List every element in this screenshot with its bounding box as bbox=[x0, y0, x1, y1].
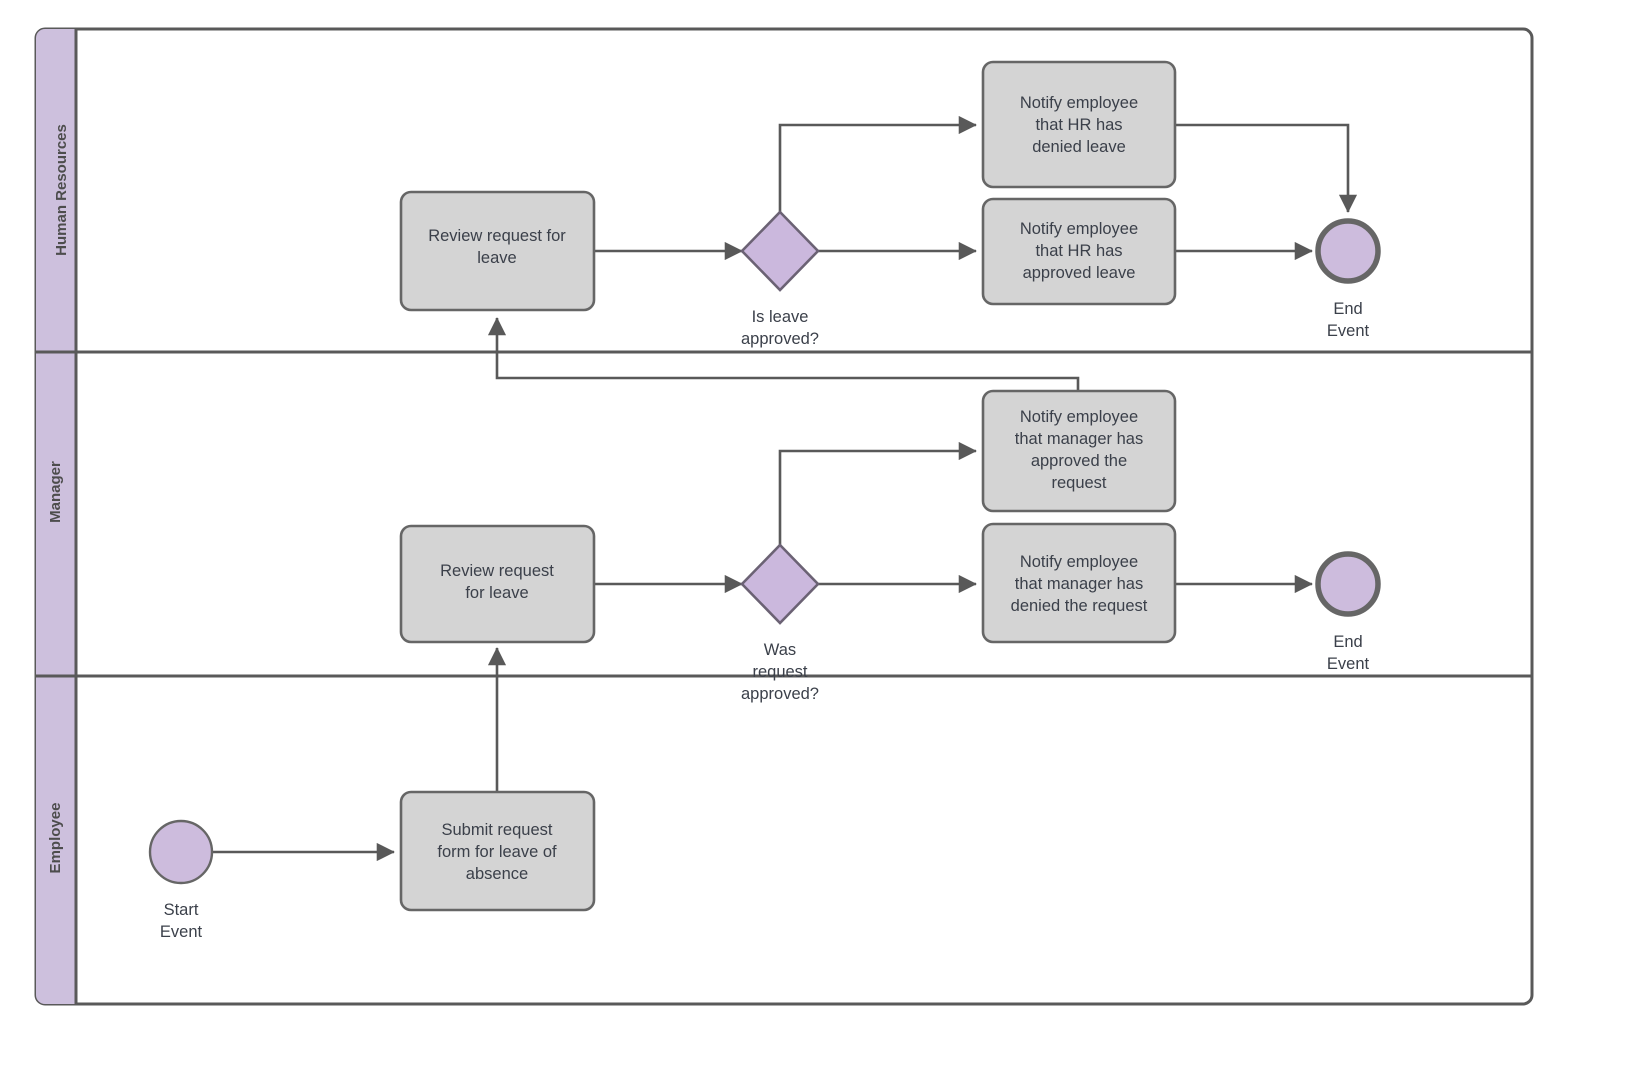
task-mgr-notify-approved-line4: request bbox=[1051, 474, 1106, 492]
flow-hr-gateway-to-notify-denied bbox=[778, 115, 977, 214]
lane-title-hr: Human Resources bbox=[53, 124, 70, 256]
lane-header-bg-manager bbox=[36, 352, 76, 676]
end-event-hr-line2: Event bbox=[1327, 322, 1370, 340]
task-mgr-notify-approved[interactable]: Notify employee that manager has approve… bbox=[981, 389, 1177, 513]
task-emp-submit-request[interactable]: Submit request form for leave of absence bbox=[399, 790, 596, 912]
end-event-hr-line1: End bbox=[1333, 300, 1362, 318]
task-mgr-notify-approved-line3: approved the bbox=[1031, 452, 1127, 470]
task-hr-notify-approved-line2: that HR has bbox=[1035, 242, 1122, 260]
end-event-manager-line2: Event bbox=[1327, 655, 1370, 673]
task-emp-submit-request-line1: Submit request bbox=[442, 821, 553, 839]
flow-mgr-approved-to-hr-review bbox=[487, 317, 1080, 393]
lane-header-bg-hr bbox=[36, 29, 76, 352]
task-emp-submit-request-line2: form for leave of bbox=[437, 843, 557, 861]
gateway-was-request-approved[interactable]: Was request approved? bbox=[740, 543, 820, 703]
task-hr-notify-denied-line3: denied leave bbox=[1032, 138, 1126, 156]
end-event-manager-line1: End bbox=[1333, 633, 1362, 651]
task-mgr-review-request-line1: Review request bbox=[440, 562, 554, 580]
gateway-was-request-approved-line3: approved? bbox=[741, 685, 819, 703]
start-event-employee-circle[interactable] bbox=[148, 819, 214, 885]
pool-frame bbox=[34, 27, 1534, 1006]
task-emp-submit-request-box[interactable] bbox=[399, 790, 596, 912]
task-hr-notify-denied-line1: Notify employee bbox=[1020, 94, 1138, 112]
end-event-hr[interactable]: End Event bbox=[1315, 218, 1381, 340]
lane-title-manager: Manager bbox=[47, 461, 64, 523]
task-hr-notify-denied-box[interactable] bbox=[981, 60, 1177, 189]
task-hr-notify-denied[interactable]: Notify employee that HR has denied leave bbox=[981, 60, 1177, 189]
gateway-was-request-approved-diamond[interactable] bbox=[740, 543, 820, 625]
task-mgr-review-request-line2: for leave bbox=[465, 584, 528, 602]
gateway-is-leave-approved-diamond[interactable] bbox=[740, 210, 820, 292]
task-hr-notify-approved-box[interactable] bbox=[981, 197, 1177, 306]
task-hr-review-request[interactable]: Review request for leave bbox=[399, 190, 596, 312]
task-mgr-notify-approved-line2: that manager has bbox=[1015, 430, 1143, 448]
task-emp-submit-request-line3: absence bbox=[466, 865, 528, 883]
sequence-flows bbox=[213, 115, 1358, 862]
task-mgr-notify-denied-box[interactable] bbox=[981, 522, 1177, 644]
task-mgr-notify-denied-line1: Notify employee bbox=[1020, 553, 1138, 571]
gateway-is-leave-approved-line1: Is leave bbox=[752, 308, 809, 326]
start-event-employee-line1: Start bbox=[164, 901, 199, 919]
lane-title-manager-label: Manager bbox=[47, 461, 64, 523]
gateway-was-request-approved-line2: request bbox=[752, 663, 807, 681]
task-hr-review-request-box[interactable] bbox=[399, 190, 596, 312]
lane-title-hr-label: Human Resources bbox=[53, 124, 70, 256]
end-event-hr-circle[interactable] bbox=[1315, 218, 1381, 284]
task-mgr-review-request-box[interactable] bbox=[399, 524, 596, 644]
task-hr-review-request-line2: leave bbox=[477, 249, 516, 267]
task-hr-notify-approved-line3: approved leave bbox=[1023, 264, 1136, 282]
flow-hr-notify-denied-to-end bbox=[1176, 123, 1358, 213]
start-event-employee-line2: Event bbox=[160, 923, 203, 941]
gateway-is-leave-approved[interactable]: Is leave approved? bbox=[740, 210, 820, 348]
lane-title-employee: Employee bbox=[47, 803, 64, 874]
task-mgr-notify-denied-line3: denied the request bbox=[1011, 597, 1148, 615]
lane-title-employee-label: Employee bbox=[47, 803, 64, 874]
task-hr-notify-denied-line2: that HR has bbox=[1035, 116, 1122, 134]
task-mgr-notify-approved-line1: Notify employee bbox=[1020, 408, 1138, 426]
end-event-manager[interactable]: End Event bbox=[1315, 551, 1381, 673]
task-mgr-review-request[interactable]: Review request for leave bbox=[399, 524, 596, 644]
task-hr-notify-approved-line1: Notify employee bbox=[1020, 220, 1138, 238]
start-event-employee[interactable]: Start Event bbox=[148, 819, 214, 941]
task-hr-review-request-line1: Review request for bbox=[428, 227, 566, 245]
flow-mgr-gateway-to-notify-approved bbox=[778, 441, 977, 547]
end-event-manager-circle[interactable] bbox=[1315, 551, 1381, 617]
task-hr-notify-approved[interactable]: Notify employee that HR has approved lea… bbox=[981, 197, 1177, 306]
gateway-is-leave-approved-line2: approved? bbox=[741, 330, 819, 348]
lane-header-bg-employee bbox=[36, 676, 76, 1004]
task-mgr-notify-denied[interactable]: Notify employee that manager has denied … bbox=[981, 522, 1177, 644]
gateway-was-request-approved-line1: Was bbox=[764, 641, 796, 659]
task-mgr-notify-approved-box[interactable] bbox=[981, 389, 1177, 513]
pool-outline bbox=[34, 27, 1534, 1006]
task-mgr-notify-denied-line2: that manager has bbox=[1015, 575, 1143, 593]
